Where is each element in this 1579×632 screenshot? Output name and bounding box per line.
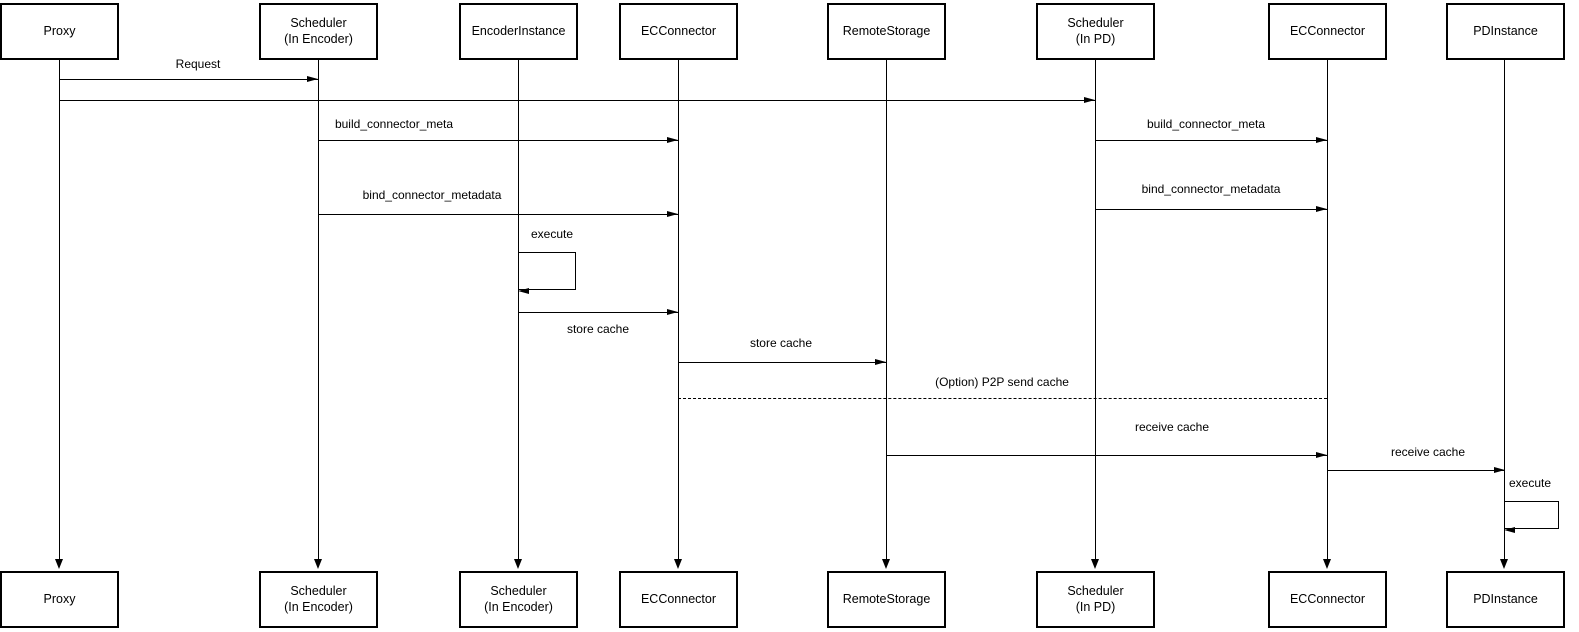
self-message-execute-pd: [1504, 501, 1559, 533]
participant-label: RemoteStorage: [842, 591, 931, 606]
arrow-left-icon: [1504, 527, 1515, 533]
arrow-right-icon: [1316, 205, 1327, 212]
participant-top-ec-connector: ECConnector: [619, 3, 738, 60]
participant-bottom-proxy: Proxy: [0, 571, 119, 628]
lifeline-scheduler-pd: [1090, 59, 1099, 569]
participant-bottom-scheduler-pd: Scheduler (In PD): [1036, 571, 1155, 628]
message-arrow-unlabeled: [60, 96, 1095, 103]
message-label: execute: [1506, 476, 1554, 490]
arrow-right-icon: [1316, 136, 1327, 143]
participant-top-remote-storage: RemoteStorage: [827, 3, 946, 60]
participant-label: RemoteStorage: [842, 23, 931, 38]
message-label: build_connector_meta: [332, 117, 456, 131]
message-label: receive cache: [1132, 420, 1212, 434]
message-label: bind_connector_metadata: [1139, 182, 1283, 196]
message-label: (Option) P2P send cache: [933, 375, 1071, 389]
arrow-down-icon: [1322, 559, 1331, 569]
participant-label: Scheduler (In Encoder): [284, 15, 353, 46]
participant-label: PDInstance: [1473, 591, 1538, 606]
arrow-right-icon: [667, 210, 678, 217]
lifeline-ec-connector-pd: [1322, 59, 1331, 569]
participant-label: Scheduler (In PD): [1067, 583, 1124, 614]
arrow-down-icon: [54, 559, 63, 569]
arrow-right-icon: [667, 136, 678, 143]
arrow-left-icon: [518, 288, 529, 294]
lifeline-pd-instance: [1499, 59, 1508, 569]
arrow-right-icon: [667, 308, 678, 315]
participant-label: ECConnector: [1289, 23, 1366, 38]
participant-label: PDInstance: [1473, 23, 1538, 38]
participant-label: EncoderInstance: [471, 23, 566, 38]
participant-label: ECConnector: [1289, 591, 1366, 606]
lifeline-remote-storage: [881, 59, 890, 569]
message-label: execute: [528, 227, 576, 241]
arrow-down-icon: [513, 559, 522, 569]
participant-top-scheduler-encoder: Scheduler (In Encoder): [259, 3, 378, 60]
message-label: Request: [173, 57, 223, 71]
participant-bottom-ec-connector: ECConnector: [619, 571, 738, 628]
participant-label: Scheduler (In Encoder): [484, 583, 553, 614]
arrow-right-icon: [307, 75, 318, 82]
arrow-down-icon: [1090, 559, 1099, 569]
arrow-right-icon: [1316, 451, 1327, 458]
participant-bottom-pd-instance: PDInstance: [1446, 571, 1565, 628]
arrow-right-icon: [875, 358, 886, 365]
participant-bottom-scheduler-encoder: Scheduler (In Encoder): [259, 571, 378, 628]
participant-top-proxy: Proxy: [0, 3, 119, 60]
lifeline-proxy: [54, 59, 63, 569]
lifeline-encoder-instance: [513, 59, 522, 569]
message-arrow-store-cache-2: [678, 358, 886, 365]
lifeline-ec-connector: [673, 59, 682, 569]
message-line-p2p-send-cache: [678, 398, 1327, 399]
message-arrow-bind-connector-metadata: [318, 210, 678, 217]
self-message-execute-encoder: [518, 252, 576, 294]
participant-top-ec-connector-pd: ECConnector: [1268, 3, 1387, 60]
lifeline-scheduler-encoder: [313, 59, 322, 569]
participant-bottom-encoder-instance: Scheduler (In Encoder): [459, 571, 578, 628]
message-arrow-receive-cache-2: [1327, 466, 1505, 473]
participant-label: Proxy: [43, 591, 76, 606]
message-arrow-build-connector-meta-pd: [1095, 136, 1327, 143]
participant-label: Scheduler (In PD): [1067, 15, 1124, 46]
message-arrow-receive-cache-1: [886, 451, 1327, 458]
message-label: receive cache: [1388, 445, 1468, 459]
message-arrow-store-cache-1: [518, 308, 678, 315]
arrow-down-icon: [881, 559, 890, 569]
message-arrow-request: [60, 75, 318, 82]
participant-top-encoder-instance: EncoderInstance: [459, 3, 578, 60]
participant-label: Scheduler (In Encoder): [284, 583, 353, 614]
arrow-right-icon: [1084, 96, 1095, 103]
participant-label: Proxy: [43, 23, 76, 38]
participant-label: ECConnector: [640, 591, 717, 606]
message-arrow-bind-connector-metadata-pd: [1095, 205, 1327, 212]
message-label: store cache: [564, 322, 632, 336]
participant-label: ECConnector: [640, 23, 717, 38]
message-label: build_connector_meta: [1144, 117, 1268, 131]
participant-bottom-ec-connector-pd: ECConnector: [1268, 571, 1387, 628]
message-arrow-build-connector-meta: [318, 136, 678, 143]
arrow-down-icon: [1499, 559, 1508, 569]
message-label: bind_connector_metadata: [360, 188, 504, 202]
participant-bottom-remote-storage: RemoteStorage: [827, 571, 946, 628]
arrow-down-icon: [313, 559, 322, 569]
arrow-right-icon: [1494, 466, 1505, 473]
participant-top-pd-instance: PDInstance: [1446, 3, 1565, 60]
participant-top-scheduler-pd: Scheduler (In PD): [1036, 3, 1155, 60]
arrow-down-icon: [673, 559, 682, 569]
message-label: store cache: [747, 336, 815, 350]
